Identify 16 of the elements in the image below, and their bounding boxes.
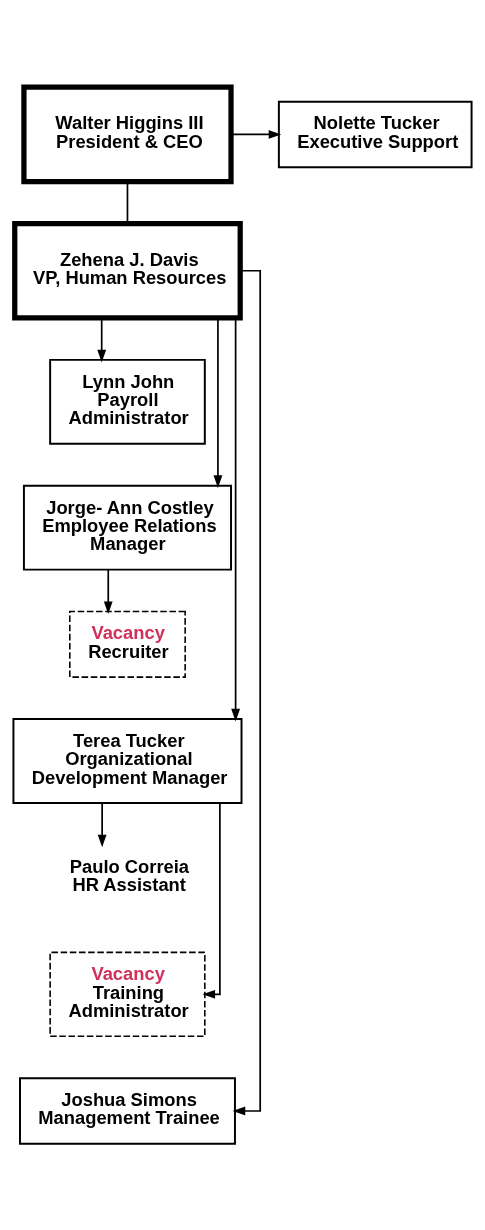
- node-box: Vacancy Recruiter: [69, 610, 186, 678]
- node-box: Vacancy Training Administrator: [49, 951, 206, 1037]
- arrow: [97, 801, 107, 847]
- arrow: [202, 801, 221, 999]
- arrow: [213, 317, 223, 488]
- node-box: Lynn John Payroll Administrator: [49, 358, 206, 445]
- arrow: [232, 269, 262, 1115]
- arrow: [230, 129, 282, 139]
- node-box: Terea Tucker Organizational Development Manager: [12, 717, 243, 804]
- node-box: Zehena J. Davis VP, Human Resources: [12, 220, 243, 321]
- node-box: Joshua Simons Management Trainee: [19, 1076, 236, 1145]
- node-text: Paulo Correia HR Assistant: [69, 855, 190, 895]
- arrow: [103, 568, 113, 614]
- node-box: Walter Higgins III President & CEO: [21, 84, 234, 184]
- node-box: Nolette Tucker Executive Support: [277, 100, 473, 168]
- node-box: Jorge- Ann Costley Employee Relations Manager: [22, 484, 232, 571]
